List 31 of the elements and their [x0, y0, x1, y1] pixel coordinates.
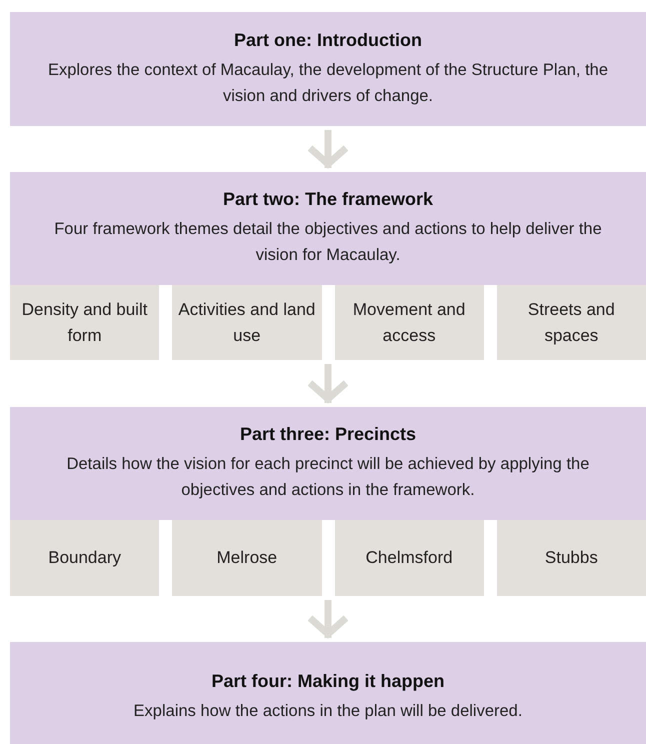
down-arrow: [306, 364, 350, 403]
theme-tile: [172, 520, 322, 596]
down-arrow: [306, 130, 350, 168]
theme-tile: [334, 285, 484, 360]
section-box: [10, 642, 646, 744]
theme-tile: [10, 520, 160, 596]
section-description: Details how the vision for each precinct will be achieved by applying the objectives and actions in the framework.: [66, 454, 590, 501]
tile-label: Density and built form: [20, 298, 148, 346]
tile-label: Melrose: [216, 547, 278, 569]
section-description: Explains how the actions in the plan will be delivered.: [134, 700, 522, 722]
theme-tile: [334, 520, 484, 596]
tile-label: Boundary: [48, 547, 122, 569]
tile-label: Movement and access: [352, 298, 466, 346]
section-description: Explores the context of Macaulay, the development of the Structure Plan, the vision and drivers of change.: [46, 60, 610, 106]
tile-label: Activities and land use: [178, 298, 316, 346]
section-description: Four framework themes detail the objectives and actions to help deliver the vision for Macaulay.: [53, 219, 603, 266]
section-box: [10, 172, 646, 360]
section-heading: Part three: Precincts: [240, 424, 416, 445]
theme-tile: [496, 520, 646, 596]
section-box: [10, 407, 646, 596]
section-heading: Part one: Introduction: [234, 30, 422, 50]
tile-label: Chelmsford: [366, 547, 453, 569]
theme-tile: [496, 285, 646, 360]
theme-tile: [10, 285, 160, 360]
theme-tile: [172, 285, 322, 360]
down-arrow: [306, 600, 350, 638]
section-heading: Part four: Making it happen: [211, 670, 444, 692]
section-box: [10, 12, 646, 126]
tile-label: Stubbs: [544, 547, 598, 569]
tile-label: Streets and spaces: [526, 298, 616, 346]
section-heading: Part two: The framework: [222, 189, 434, 210]
